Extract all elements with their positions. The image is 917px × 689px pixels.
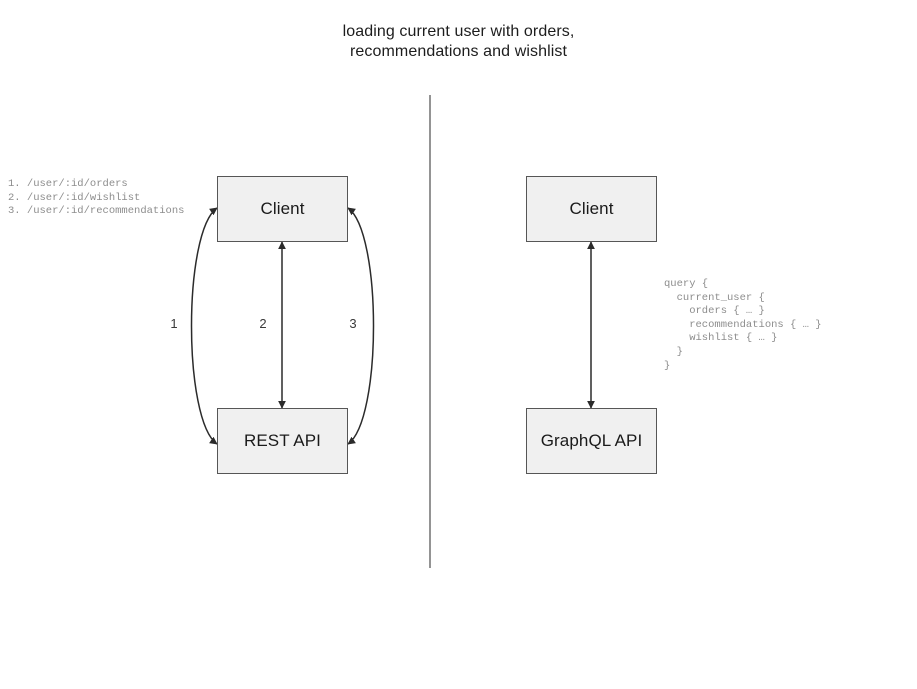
node-rest-api-label: REST API [243, 431, 322, 450]
edge-label-2: 2 [259, 316, 267, 331]
node-client-rest[interactable]: Client [217, 176, 348, 242]
node-graphql-api-label: GraphQL API [540, 431, 643, 450]
node-client-rest-label: Client [260, 199, 305, 218]
rest-edge-1-arc [190, 207, 218, 445]
rest-endpoint-list: 1. /user/:id/orders 2. /user/:id/wishlis… [8, 178, 185, 218]
node-client-graphql-label: Client [569, 199, 614, 218]
node-client-graphql[interactable]: Client [526, 176, 657, 242]
node-rest-api[interactable]: REST API [217, 408, 348, 474]
graphql-query-snippet: query { current_user { orders { … } reco… [664, 278, 822, 372]
node-graphql-api[interactable]: GraphQL API [526, 408, 657, 474]
diagram-title: loading current user with orders, recomm… [342, 23, 575, 60]
rest-edge-3-arc [347, 207, 375, 445]
edge-label-3: 3 [349, 316, 357, 331]
edge-label-1: 1 [170, 316, 178, 331]
